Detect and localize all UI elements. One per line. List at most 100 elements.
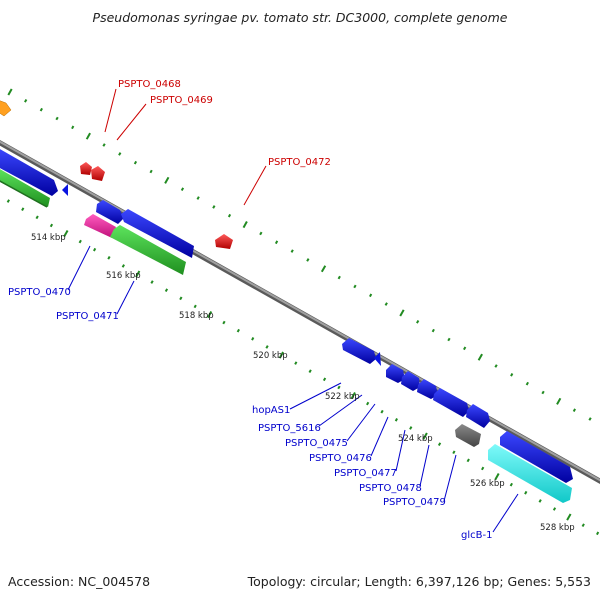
inner-track-tick xyxy=(294,361,298,365)
feature-PSPTO_0477[interactable] xyxy=(433,388,469,417)
outer-track-tick xyxy=(320,265,327,273)
inner-track-tick xyxy=(581,523,585,527)
outer-track-tick xyxy=(431,328,435,333)
kbp-label-520: 520 kbp xyxy=(253,351,288,361)
genome-backbone xyxy=(0,139,600,485)
inner-track-tick xyxy=(164,288,169,292)
inner-track-tick xyxy=(596,531,600,536)
feature-blue-small-1[interactable] xyxy=(96,200,124,224)
outer-track-tick xyxy=(24,99,28,103)
kbp-label-514: 514 kbp xyxy=(31,233,66,243)
inner-track-tick xyxy=(366,401,370,406)
outer-track-tick xyxy=(572,408,576,412)
feature-green-left[interactable] xyxy=(0,168,50,207)
kbp-label-522: 522 kbp xyxy=(325,392,360,402)
inner-track-tick xyxy=(524,490,528,495)
gene-label-PSPTO_0476[interactable]: PSPTO_0476 xyxy=(309,453,372,464)
inner-track-tick xyxy=(63,230,69,238)
feature-glcB-1[interactable] xyxy=(488,444,572,503)
outer-track-tick xyxy=(242,221,248,229)
outer-track-tick xyxy=(510,373,514,377)
feature-track xyxy=(0,100,573,503)
inner-track-tick xyxy=(380,409,384,414)
gene-label-PSPTO_0472[interactable]: PSPTO_0472 xyxy=(268,157,331,168)
inner-track-tick xyxy=(21,207,25,211)
inner-track-tick xyxy=(265,345,269,349)
inner-track-tick xyxy=(222,320,226,325)
label-leaders xyxy=(67,88,519,533)
feature-blue-small-2[interactable] xyxy=(374,352,381,366)
outer-track-tick xyxy=(494,364,498,368)
inner-track-tick xyxy=(251,337,255,341)
feature-PSPTO_0468[interactable] xyxy=(80,162,92,175)
outer-track-tick xyxy=(306,258,310,262)
inner-track-tick xyxy=(394,418,398,422)
outer-track-tick xyxy=(588,417,592,421)
outer-track-tick xyxy=(274,240,279,245)
inner-track-tick xyxy=(437,442,442,446)
feature-PSPTO_0475[interactable] xyxy=(401,371,420,391)
inner-track-tick xyxy=(552,507,557,511)
gene-label-PSPTO_0478[interactable]: PSPTO_0478 xyxy=(359,483,422,494)
feature-blue-arrow-1[interactable] xyxy=(121,209,194,258)
inner-track-tick xyxy=(566,513,572,521)
feature-PSPTO_0478[interactable] xyxy=(466,404,490,428)
inner-track-tick xyxy=(452,450,456,455)
inner-track-tick xyxy=(308,369,312,373)
gene-label-PSPTO_5616[interactable]: PSPTO_5616 xyxy=(258,423,321,434)
inner-track-tick xyxy=(509,482,513,487)
feature-PSPTO_0472[interactable] xyxy=(215,234,233,249)
feature-PSPTO_0471[interactable] xyxy=(110,225,186,275)
gene-label-PSPTO_0475[interactable]: PSPTO_0475 xyxy=(285,438,348,449)
feature-PSPTO_5616[interactable] xyxy=(386,364,405,383)
outer-track-tick xyxy=(164,176,170,184)
inner-track-tick xyxy=(35,215,39,220)
outer-track-tick xyxy=(196,196,200,200)
inner-track-tick xyxy=(494,473,500,481)
outer-track-tick xyxy=(102,143,106,147)
feature-orange[interactable] xyxy=(0,100,12,117)
inner-track-tick xyxy=(150,280,154,284)
inner-track-tick xyxy=(193,304,197,309)
inner-track-tick xyxy=(121,264,125,268)
feature-PSPTO_0479[interactable] xyxy=(455,424,481,447)
outer-track-tick xyxy=(180,187,185,191)
gene-label-PSPTO_0468[interactable]: PSPTO_0468 xyxy=(118,79,181,90)
gene-label-glcB-1[interactable]: glcB-1 xyxy=(461,530,492,541)
kbp-label-524: 524 kbp xyxy=(398,434,433,444)
gene-label-PSPTO_0470[interactable]: PSPTO_0470 xyxy=(8,287,71,298)
gene-labels-red: PSPTO_0468 PSPTO_0469 PSPTO_0472 xyxy=(118,79,331,168)
outer-track-tick xyxy=(71,125,75,130)
inner-track-tick xyxy=(107,256,111,260)
outer-track-tick xyxy=(133,160,138,165)
outer-track-tick xyxy=(55,116,59,121)
kbp-label-518: 518 kbp xyxy=(179,311,214,321)
outer-track-tick xyxy=(290,249,294,253)
inner-track-tick xyxy=(135,270,141,278)
feature-hopAS1[interactable] xyxy=(342,338,376,364)
outer-track-tick xyxy=(384,302,388,306)
feature-blue-long-right[interactable] xyxy=(500,431,573,483)
outer-track-tick xyxy=(118,152,122,156)
map-title: Pseudomonas syringae pv. tomato str. DC3… xyxy=(93,10,508,25)
inner-track-tick xyxy=(409,426,413,430)
outer-track-tick xyxy=(556,397,562,405)
feature-PSPTO_0470[interactable] xyxy=(84,214,116,238)
outer-track-tick xyxy=(227,213,232,218)
outer-track-tick xyxy=(353,284,357,289)
gene-label-hopAS1[interactable]: hopAS1 xyxy=(252,405,290,416)
tick-tracks xyxy=(6,88,600,536)
feature-PSPTO_0469[interactable] xyxy=(91,166,105,181)
feature-blue-left[interactable] xyxy=(0,148,58,196)
gene-label-PSPTO_0477[interactable]: PSPTO_0477 xyxy=(334,468,397,479)
inner-track-tick xyxy=(350,392,356,400)
outer-track-tick xyxy=(149,169,153,174)
inner-track-tick xyxy=(278,351,284,359)
inner-track-tick xyxy=(422,432,428,440)
outer-track-tick xyxy=(416,320,420,324)
gene-label-PSPTO_0471[interactable]: PSPTO_0471 xyxy=(56,311,119,322)
feature-PSPTO_0476[interactable] xyxy=(417,379,438,399)
feature-blue-small-left[interactable] xyxy=(62,184,68,196)
gene-label-PSPTO_0469[interactable]: PSPTO_0469 xyxy=(150,95,213,106)
gene-label-PSPTO_0479[interactable]: PSPTO_0479 xyxy=(383,497,446,508)
